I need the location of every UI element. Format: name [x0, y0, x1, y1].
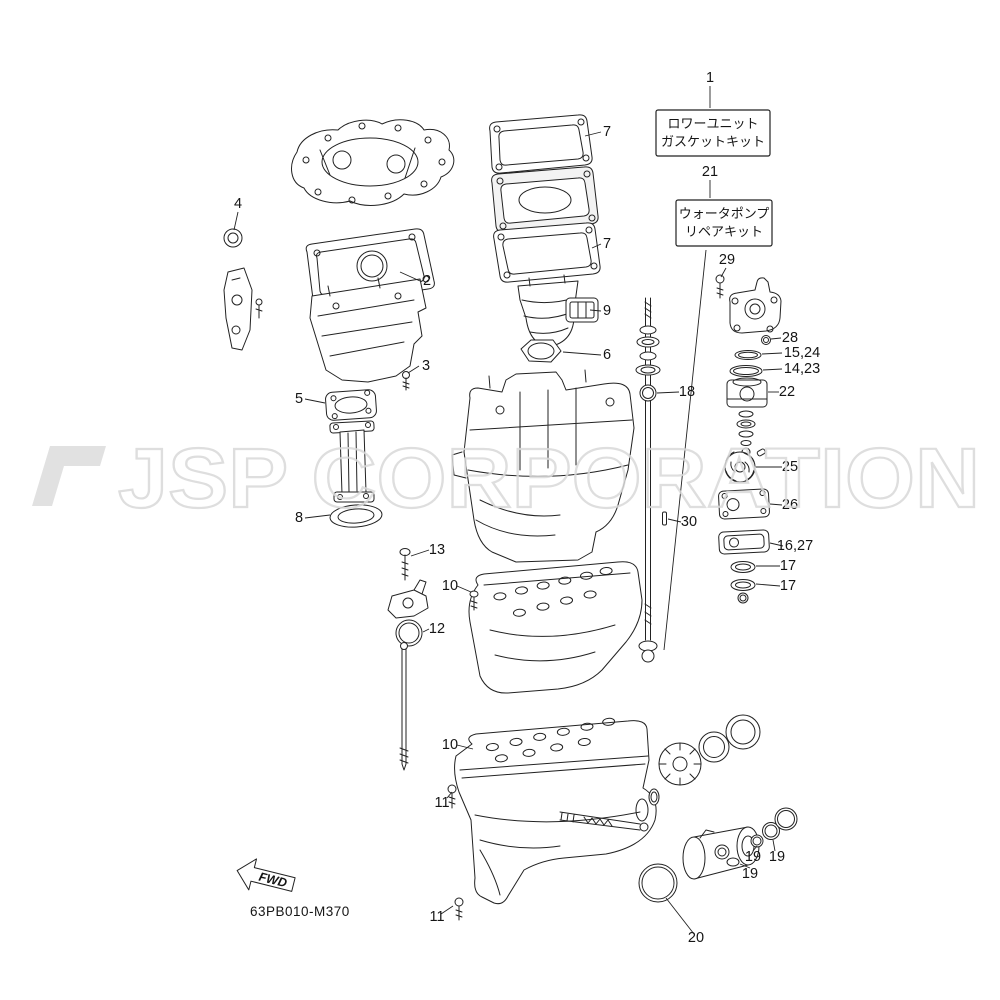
callout-22: 22	[779, 384, 795, 400]
jsp-logo-watermark	[32, 446, 106, 506]
kit-box-2-line-2: リペアキット	[685, 224, 763, 239]
bolt-13-part	[399, 548, 411, 581]
screw-10-upper-part	[469, 590, 479, 611]
callout-19a: 19	[745, 849, 761, 865]
callout-1: 1	[706, 70, 714, 86]
leader-lines	[233, 86, 784, 935]
oil-seals-17-part	[730, 561, 756, 604]
water-pump-housing-part	[729, 277, 782, 334]
callout-3: 3	[422, 358, 430, 374]
pump-gasket-16-27-part	[718, 529, 770, 555]
speedometer-pickup-part	[387, 579, 429, 619]
callout-18: 18	[679, 384, 695, 400]
impeller-25-part	[724, 448, 766, 483]
gasket-7-bottom-part	[493, 222, 601, 283]
watermark-text: JSP CORPORATION	[118, 431, 980, 525]
callout-28: 28	[782, 330, 798, 346]
water-tube-housing-part	[329, 420, 375, 503]
kit-box-water-pump-repair: ウォータポンプ リペアキット	[675, 199, 773, 247]
kit-group-line	[663, 249, 707, 651]
callout-10a: 10	[442, 578, 458, 594]
callout-15-24: 15,24	[784, 345, 820, 361]
callout-10b: 10	[442, 737, 458, 753]
screw-11-lower-part	[454, 897, 464, 921]
callout-21: 21	[702, 164, 718, 180]
oring-20-part	[638, 863, 678, 903]
upper-case-middle-part	[451, 369, 635, 563]
callout-4: 4	[234, 196, 242, 212]
washer-rings-19-part	[750, 807, 798, 848]
callout-11a: 11	[434, 795, 449, 811]
kit-box-2-line-1: ウォータポンプ	[679, 206, 770, 221]
callout-5: 5	[295, 391, 303, 407]
screw-11-upper-part	[447, 784, 457, 809]
shift-rod-part	[399, 642, 409, 771]
fwd-arrow-icon: FWD	[236, 858, 296, 892]
pump-seals-parts	[726, 335, 771, 457]
callout-16-27: 16,27	[777, 538, 813, 554]
bearing-carrier-part	[682, 826, 760, 880]
callout-14-23: 14,23	[784, 361, 820, 377]
forward-gear-bearings-part	[648, 714, 761, 806]
callout-19c: 19	[742, 866, 758, 882]
oring-12-part	[395, 619, 423, 647]
callout-8: 8	[295, 510, 303, 526]
callout-13: 13	[429, 542, 445, 558]
callout-30: 30	[681, 514, 697, 530]
callout-11b: 11	[429, 909, 444, 925]
exhaust-guide-gasket-part	[291, 119, 455, 206]
muffler-plate-part	[491, 166, 599, 233]
callout-9: 9	[603, 303, 611, 319]
grommet-9-part	[565, 297, 599, 323]
callout-6: 6	[603, 347, 611, 363]
callout-12: 12	[429, 621, 445, 637]
gasket-7-top-part	[489, 114, 593, 174]
callout-7a: 7	[603, 124, 611, 140]
callout-25: 25	[782, 459, 798, 475]
clip-and-bracket-part	[223, 228, 263, 351]
callout-20: 20	[688, 930, 704, 946]
callout-17b: 17	[780, 578, 796, 594]
callout-7b: 7	[603, 236, 611, 252]
propeller-shaft-part	[559, 811, 649, 832]
gear-case-part	[454, 717, 657, 905]
drawing-number: 63PB010-M370	[250, 904, 350, 919]
callout-2: 2	[423, 273, 431, 289]
fwd-label: FWD	[257, 870, 288, 890]
gasket-5-part	[325, 389, 377, 421]
callout-17a: 17	[780, 558, 796, 574]
outer-plate-26-part	[718, 488, 770, 520]
drive-shaft-part	[635, 297, 661, 663]
bolt-29-part	[715, 274, 725, 299]
hex-nut-6-part	[520, 339, 562, 363]
gasket-8-part	[329, 504, 383, 528]
callout-29: 29	[719, 252, 735, 268]
callout-26: 26	[782, 497, 798, 513]
kit-box-1-line-1: ロワーユニット	[667, 116, 758, 131]
kit-box-lower-unit-gasket: ロワーユニット ガスケットキット	[655, 109, 771, 157]
watermark: JSP CORPORATION	[32, 430, 981, 526]
dowel-pin-30-part	[662, 511, 667, 526]
callout-19b: 19	[769, 849, 785, 865]
oil-pan-extension-part	[468, 561, 643, 694]
upper-casing-part	[309, 277, 427, 391]
kit-box-1-line-2: ガスケットキット	[661, 134, 765, 149]
